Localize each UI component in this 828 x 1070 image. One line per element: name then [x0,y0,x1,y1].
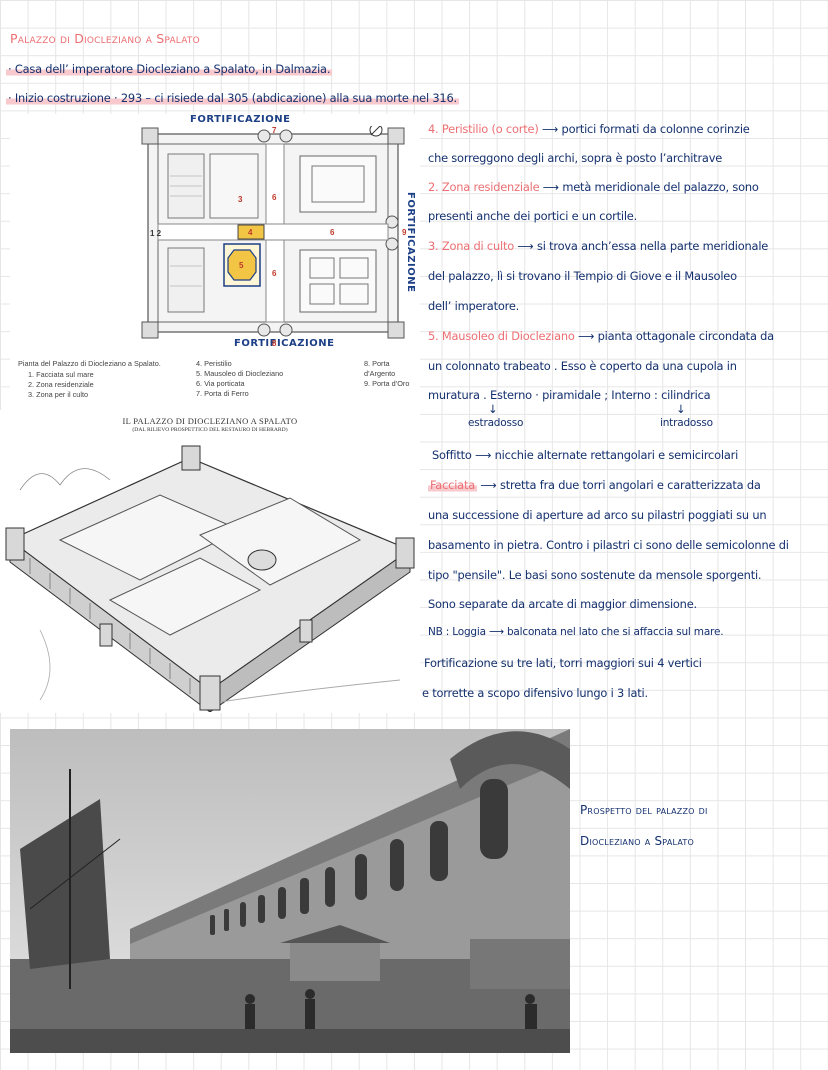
prospect-engraving-drawing [10,729,570,1053]
note-line: un colonnato trabeato . Esso è coperto d… [428,359,737,373]
note-line: 2. Zona residenziale ⟶ metà meridionale … [428,180,759,194]
page-title: Palazzo di Diocleziano a Spalato [10,31,200,46]
note-line: tipo "pensile". Le basi sono sostenute d… [428,568,762,582]
plan-bottom-label: FORTIFICAZIONE [234,338,335,349]
prospect-title-line-2: Diocleziano a Spalato [580,834,694,848]
intro-line-2-text: · Inizio costruzione · 293 – ci risiede … [6,91,459,105]
plan-caption-title: Pianta del Palazzo di Diocleziano a Spal… [18,359,161,368]
note-line: dell’ imperatore. [428,299,520,313]
intro-line-2: · Inizio costruzione · 293 – ci risiede … [6,91,459,105]
legend-item: 4. Peristilio [196,359,232,368]
note-heading-mausoleo: 5. Mausoleo di Diocleziano [428,329,575,343]
legend-item: 3. Zona per il culto [28,390,89,399]
note-intradosso: intradosso [660,417,713,429]
legend-item: 5. Mausoleo di Diocleziano [196,369,284,378]
note-text: ⟶ si trova anch’essa nella parte meridio… [513,239,769,253]
note-arrow-estradosso: ↓ [488,402,498,416]
note-line: presenti anche dei portici e un cortile. [428,209,638,223]
legend-item: 2. Zona residenziale [28,380,94,389]
plan-legend-col1: 1. Facciata sul mare 2. Zona residenzial… [28,370,94,400]
plan-number-1-2: 1 2 [150,229,162,238]
intro-line-1-text: · Casa dell’ imperatore Diocleziano a Sp… [6,62,333,76]
note-line: Soffitto ⟶ nicchie alternate rettangolar… [432,448,739,462]
note-line: una successione di aperture ad arco su p… [428,508,767,522]
palace-plan-figure: FORTIFICAZIONE FORTIFICAZIONE FORTIFICAZ… [10,114,420,410]
note-line: Fortificazione su tre lati, torri maggio… [424,656,702,670]
plan-number-6a: 6 [272,193,277,202]
note-line: e torrette a scopo difensivo lungo i 3 l… [422,686,648,700]
note-line: basamento in pietra. Contro i pilastri c… [428,538,789,552]
note-heading-peristilio: 4. Peristilio (o corte) [428,122,539,136]
plan-top-label: FORTIFICAZIONE [190,114,291,125]
plan-number-3: 3 [238,195,243,204]
engraving-title: IL PALAZZO DI DIOCLEZIANO A SPALATO [122,416,298,426]
plan-number-6b: 6 [330,228,335,237]
note-text: ⟶ stretta fra due torri angolari e carat… [477,478,761,492]
plan-legend-col3: 8. Porta d’Argento 9. Porta d’Oro [364,359,420,389]
plan-number-9: 9 [402,228,407,237]
palace-engraving-drawing [5,445,415,712]
legend-item: 1. Facciata sul mare [28,370,94,379]
note-text: ⟶ metà meridionale del palazzo, sono [539,180,759,194]
note-line: NB : Loggia ⟶ balconata nel lato che si … [428,626,724,638]
note-line: 4. Peristilio (o corte) ⟶ portici format… [428,122,750,136]
note-estradosso: estradosso [468,417,524,429]
plan-number-4: 4 [248,228,253,237]
note-line: Facciata ⟶ stretta fra due torri angolar… [428,478,761,492]
engraving-subtitle: (DAL RILIEVO PROSPETTICO DEL RESTAURO DI… [132,427,288,433]
legend-item: 8. Porta d’Argento [364,359,396,378]
note-heading-residenziale: 2. Zona residenziale [428,180,540,194]
palace-engraving-figure: IL PALAZZO DI DIOCLEZIANO A SPALATO (DAL… [0,410,420,713]
note-line: che sorreggono degli archi, sopra è post… [428,151,723,165]
legend-item: 7. Porta di Ferro [196,389,249,398]
prospect-engraving-image [10,729,570,1053]
palace-plan-drawing: 7 6 3 4 6 5 1 2 9 8 6 [141,126,407,348]
note-arrow-intradosso: ↓ [676,402,686,416]
note-text: ⟶ pianta ottagonale circondata da [574,329,774,343]
note-heading-facciata: Facciata [428,478,478,492]
legend-item: 9. Porta d’Oro [364,379,410,388]
note-line: 3. Zona di culto ⟶ si trova anch’essa ne… [428,239,768,253]
note-line: muratura . Esterno · piramidale ; Intern… [428,388,711,402]
plan-number-8: 8 [272,339,277,348]
plan-legend-col2: 4. Peristilio 5. Mausoleo di Diocleziano… [196,359,283,399]
note-line: 5. Mausoleo di Diocleziano ⟶ pianta otta… [428,329,774,343]
plan-number-7: 7 [272,126,277,135]
note-heading-culto: 3. Zona di culto [428,239,514,253]
note-line: Sono separate da arcate di maggior dimen… [428,597,697,611]
note-line: del palazzo, lì si trovano il Tempio di … [428,269,737,283]
plan-number-5: 5 [239,261,244,270]
intro-line-1: · Casa dell’ imperatore Diocleziano a Sp… [6,62,333,76]
plan-number-6c: 6 [272,269,277,278]
prospect-title-line-1: Prospetto del palazzo di [580,803,708,817]
legend-item: 6. Via porticata [196,379,245,388]
note-text: ⟶ portici formati da colonne corinzie [538,122,750,136]
